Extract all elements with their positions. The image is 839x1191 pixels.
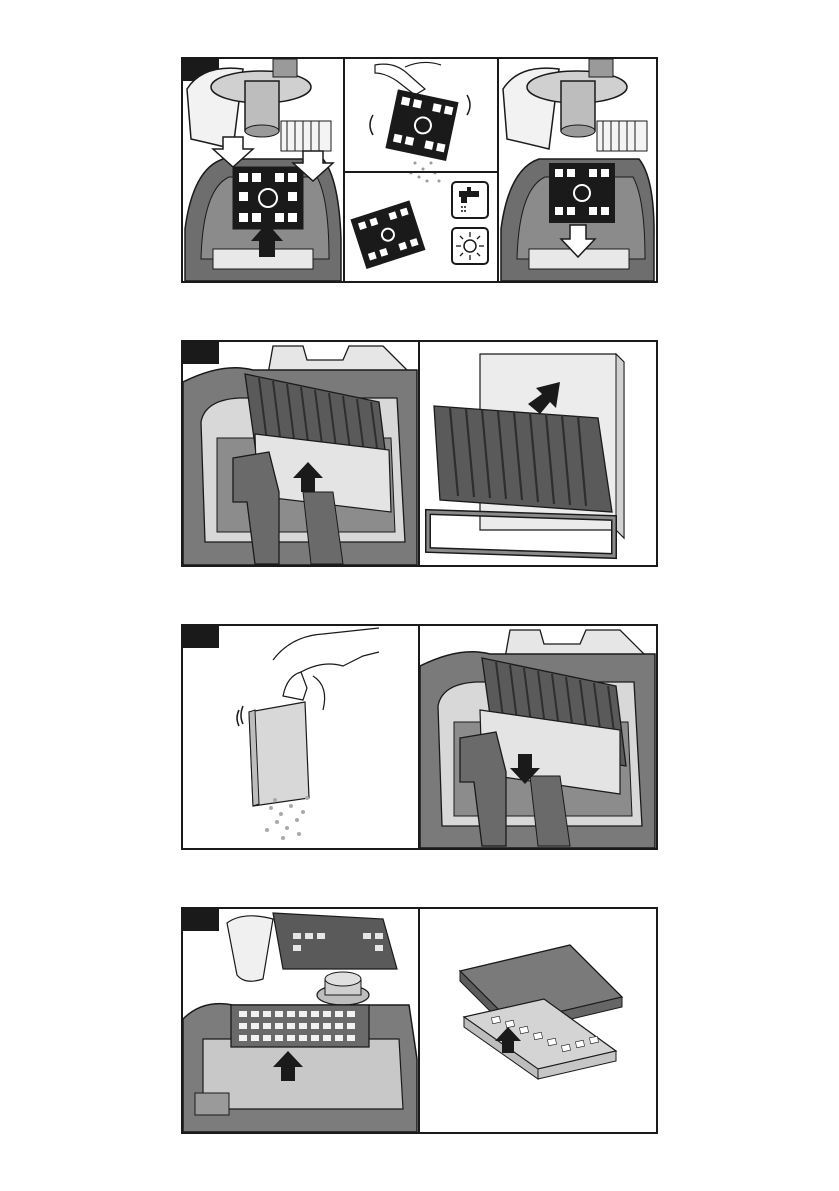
sun-icon: [451, 227, 489, 265]
figure-2: [181, 340, 658, 567]
divider: [345, 171, 497, 173]
figure-3: [181, 624, 658, 850]
figure-1: [181, 57, 658, 283]
panel-reinsert-foam-filter: [420, 626, 656, 848]
tap-icon: [451, 181, 489, 219]
panel-remove-hepa-filter: [183, 909, 418, 1132]
figure-4: [181, 907, 658, 1134]
panel-insert-grille-filter: [183, 59, 343, 281]
panel-hepa-filter-assembly: [420, 909, 656, 1132]
panel-tap-out-foam-filter: [183, 626, 418, 848]
panel-remove-foam-from-frame: [420, 342, 656, 565]
panel-lift-foam-filter: [183, 342, 418, 565]
panel-reinsert-grille-filter: [499, 59, 656, 281]
panel-clean-grille-filter: [345, 59, 497, 281]
